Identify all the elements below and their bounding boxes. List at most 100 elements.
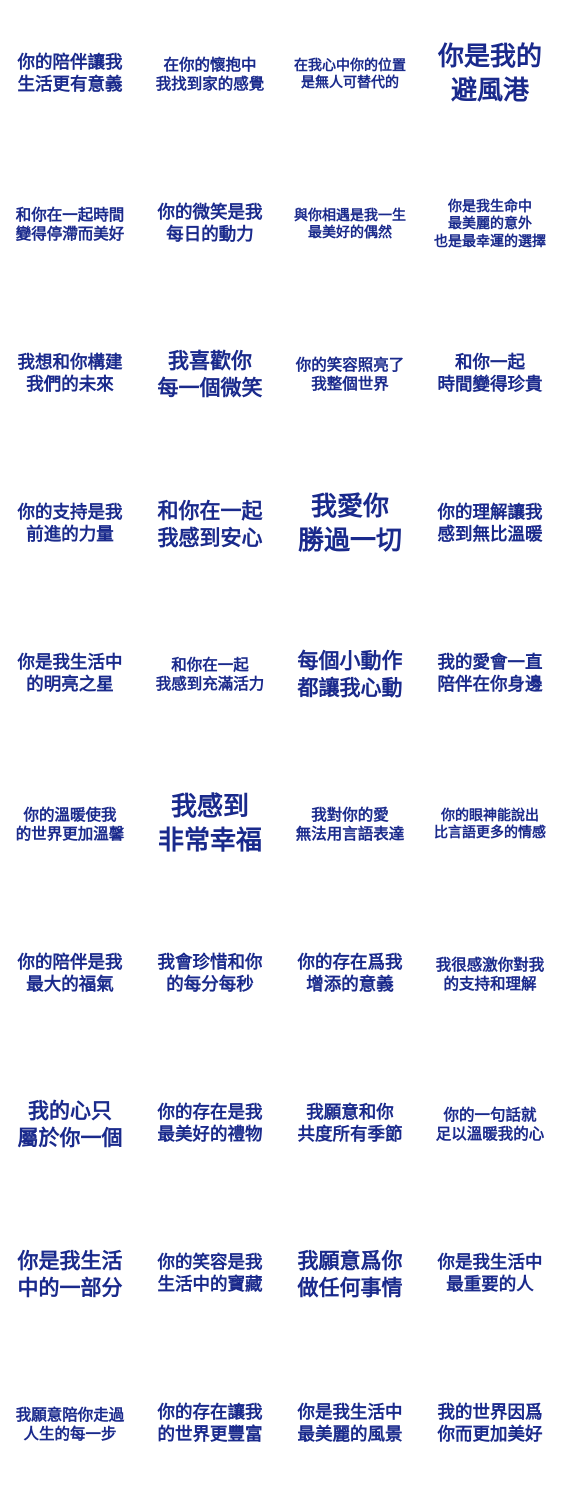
sticker-cell: 每個小動作都讓我心動 <box>280 600 420 750</box>
sticker-line: 增添的意義 <box>306 975 394 995</box>
sticker-text: 你的眼神能說出比言語更多的情感 <box>434 808 546 842</box>
sticker-line: 生活更有意義 <box>17 75 123 95</box>
sticker-line: 我對你的愛 <box>311 805 389 824</box>
sticker-line: 我的世界因爲 <box>437 1403 543 1424</box>
sticker-text: 你的存在讓我的世界更豐富 <box>158 1403 263 1447</box>
sticker-line: 是無人可替代的 <box>301 75 399 91</box>
sticker-line: 我願意陪你走過 <box>15 1405 125 1424</box>
sticker-line: 我們的未來 <box>26 375 114 395</box>
sticker-cell: 你是我生活中的一部分 <box>0 1200 140 1350</box>
sticker-line: 你是我的 <box>437 42 542 73</box>
sticker-line: 的世界更加溫馨 <box>15 825 125 843</box>
sticker-line: 你的支持是我 <box>17 503 123 524</box>
sticker-line: 你是我生活中 <box>437 1253 543 1274</box>
sticker-line: 我會珍惜和你 <box>157 953 263 974</box>
sticker-text: 你是我生活中的一部分 <box>18 1248 123 1303</box>
sticker-text: 我感到非常幸福 <box>158 791 262 859</box>
sticker-text: 你是我生活中最重要的人 <box>438 1253 543 1297</box>
sticker-text: 在你的懷抱中我找到家的感覺 <box>156 56 265 95</box>
sticker-text: 你是我的避風港 <box>438 41 542 109</box>
sticker-line: 足以溫暖我的心 <box>435 1125 545 1143</box>
sticker-line: 每一個微笑 <box>157 376 263 400</box>
sticker-cell: 在你的懷抱中我找到家的感覺 <box>140 0 280 150</box>
sticker-text: 你的一句話就足以溫暖我的心 <box>436 1106 545 1145</box>
sticker-cell: 我願意陪你走過人生的每一步 <box>0 1350 140 1500</box>
sticker-cell: 你是我生活中最美麗的風景 <box>280 1350 420 1500</box>
sticker-cell: 你的笑容照亮了我整個世界 <box>280 300 420 450</box>
sticker-text: 你的笑容是我生活中的寶藏 <box>158 1253 263 1297</box>
sticker-cell: 你是我生活中的明亮之星 <box>0 600 140 750</box>
sticker-cell: 我喜歡你每一個微笑 <box>140 300 280 450</box>
sticker-line: 你的存在爲我 <box>297 953 403 974</box>
sticker-line: 感到無比溫暖 <box>437 525 543 545</box>
sticker-line: 也是最幸運的選擇 <box>434 233 546 250</box>
sticker-line: 你的存在是我 <box>157 1103 263 1124</box>
sticker-cell: 你的溫暖使我的世界更加溫馨 <box>0 750 140 900</box>
sticker-line: 最大的福氣 <box>26 975 114 995</box>
sticker-line: 勝過一切 <box>297 526 402 556</box>
sticker-text: 我的愛會一直陪伴在你身邊 <box>438 653 543 697</box>
sticker-text: 我對你的愛無法用言語表達 <box>296 806 405 845</box>
sticker-cell: 你的陪伴是我最大的福氣 <box>0 900 140 1050</box>
sticker-line: 我願意爲你 <box>297 1248 403 1273</box>
sticker-text: 我願意爲你做任何事情 <box>298 1248 403 1303</box>
sticker-line: 屬於你一個 <box>17 1126 123 1150</box>
sticker-cell: 你的理解讓我感到無比溫暖 <box>420 450 560 600</box>
sticker-text: 你的支持是我前進的力量 <box>18 503 123 547</box>
sticker-cell: 和你在一起我感到充滿活力 <box>140 600 280 750</box>
sticker-line: 每日的動力 <box>166 225 254 245</box>
sticker-cell: 與你相遇是我一生最美好的偶然 <box>280 150 420 300</box>
sticker-line: 的支持和理解 <box>443 975 537 993</box>
sticker-line: 時間變得珍貴 <box>437 375 543 395</box>
sticker-line: 你是我生活 <box>17 1248 123 1273</box>
sticker-text: 我想和你構建我們的未來 <box>18 353 123 397</box>
sticker-text: 與你相遇是我一生最美好的偶然 <box>294 208 406 242</box>
sticker-text: 你的陪伴是我最大的福氣 <box>18 953 123 997</box>
sticker-text: 我的世界因爲你而更加美好 <box>438 1403 543 1447</box>
sticker-text: 你的笑容照亮了我整個世界 <box>296 356 405 395</box>
sticker-line: 我願意和你 <box>306 1103 394 1124</box>
sticker-text: 每個小動作都讓我心動 <box>298 648 403 703</box>
sticker-line: 你的一句話就 <box>443 1105 537 1124</box>
sticker-line: 共度所有季節 <box>297 1125 403 1145</box>
sticker-cell: 我會珍惜和你的每分每秒 <box>140 900 280 1050</box>
sticker-cell: 我願意爲你做任何事情 <box>280 1200 420 1350</box>
sticker-cell: 你是我的避風港 <box>420 0 560 150</box>
sticker-cell: 你是我生命中最美麗的意外也是最幸運的選擇 <box>420 150 560 300</box>
sticker-line: 在你的懷抱中 <box>163 55 257 74</box>
sticker-cell: 在我心中你的位置是無人可替代的 <box>280 0 420 150</box>
sticker-cell: 你的笑容是我生活中的寶藏 <box>140 1200 280 1350</box>
sticker-cell: 你的支持是我前進的力量 <box>0 450 140 600</box>
sticker-line: 最美好的禮物 <box>157 1125 263 1145</box>
sticker-line: 生活中的寶藏 <box>157 1275 263 1295</box>
sticker-line: 我感到 <box>170 792 249 823</box>
sticker-line: 你的微笑是我 <box>157 203 263 224</box>
sticker-cell: 你的存在讓我的世界更豐富 <box>140 1350 280 1500</box>
sticker-text: 你的存在是我最美好的禮物 <box>158 1103 263 1147</box>
sticker-line: 變得停滯而美好 <box>15 225 125 243</box>
sticker-line: 避風港 <box>450 76 529 106</box>
sticker-cell: 你的存在是我最美好的禮物 <box>140 1050 280 1200</box>
sticker-line: 和你在一起 <box>157 498 263 523</box>
sticker-text: 和你在一起時間變得停滯而美好 <box>16 206 125 245</box>
sticker-line: 前進的力量 <box>26 525 114 545</box>
sticker-cell: 我很感激你對我的支持和理解 <box>420 900 560 1050</box>
sticker-line: 做任何事情 <box>297 1276 403 1300</box>
sticker-cell: 我對你的愛無法用言語表達 <box>280 750 420 900</box>
sticker-text: 你的理解讓我感到無比溫暖 <box>438 503 543 547</box>
sticker-text: 我喜歡你每一個微笑 <box>158 348 263 403</box>
sticker-text: 和你在一起我感到充滿活力 <box>156 656 265 695</box>
sticker-text: 我願意和你共度所有季節 <box>298 1103 403 1147</box>
sticker-line: 你是我生命中 <box>448 199 532 216</box>
sticker-line: 你的笑容是我 <box>157 1253 263 1274</box>
sticker-cell: 我的愛會一直陪伴在你身邊 <box>420 600 560 750</box>
sticker-cell: 你的存在爲我增添的意義 <box>280 900 420 1050</box>
sticker-line: 你的理解讓我 <box>437 503 543 524</box>
sticker-cell: 我的心只屬於你一個 <box>0 1050 140 1200</box>
sticker-line: 我很感激你對我 <box>435 955 545 974</box>
sticker-text: 我會珍惜和你的每分每秒 <box>158 953 263 997</box>
sticker-cell: 我想和你構建我們的未來 <box>0 300 140 450</box>
sticker-line: 最美麗的風景 <box>297 1425 403 1445</box>
sticker-cell: 和你在一起我感到安心 <box>140 450 280 600</box>
